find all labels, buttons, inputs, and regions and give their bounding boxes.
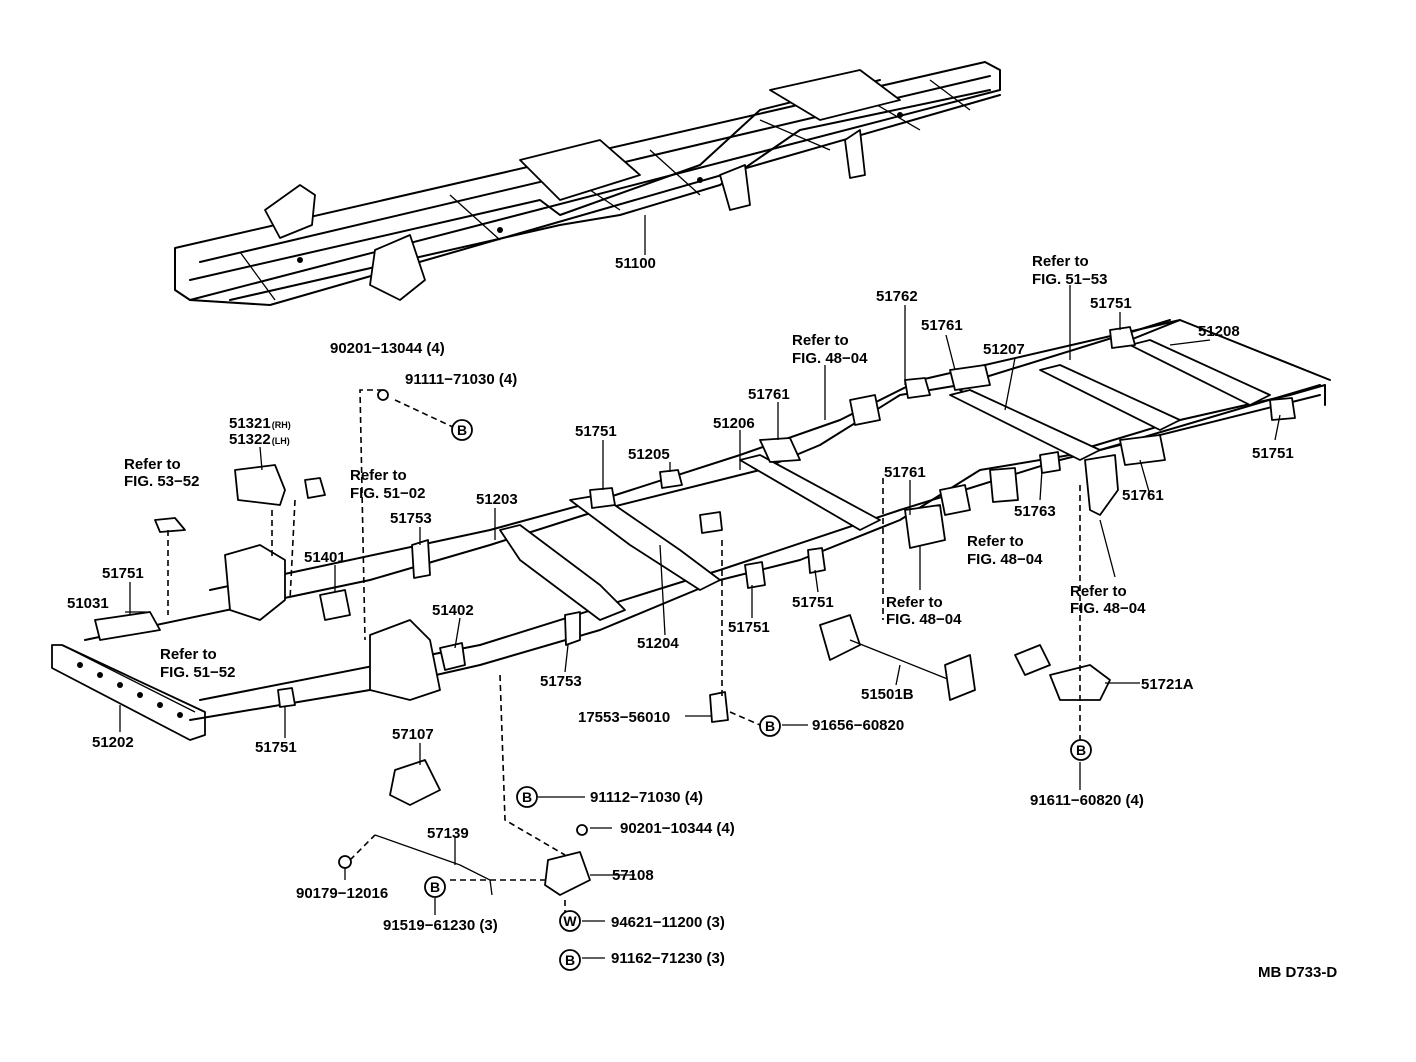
assembled-frame-drawing (174, 61, 1001, 306)
label-57139: 57139 (427, 825, 469, 842)
label-51751-mid: 51751 (575, 423, 617, 440)
label-91656-60820: 91656−60820 (812, 717, 904, 734)
label-fig-51-52: FIG. 51−52 (160, 664, 235, 681)
svg-text:B: B (522, 789, 532, 805)
label-51751-top: 51751 (1090, 295, 1132, 312)
label-51205: 51205 (628, 446, 670, 463)
label-51763: 51763 (1014, 503, 1056, 520)
label-91611-60820: 91611−60820 (4) (1030, 792, 1144, 809)
label-57108: 57108 (612, 867, 654, 884)
svg-text:W: W (563, 913, 577, 929)
label-51751-bot: 51751 (255, 739, 297, 756)
part-labels: 51100 51762 Refer to FIG. 51−53 51751 51… (67, 253, 1337, 981)
label-refer-to-7: Refer to (886, 594, 943, 611)
figure-code: MB D733-D (1258, 964, 1337, 981)
label-51751-c: 51751 (728, 619, 770, 636)
label-refer-to-3: Refer to (124, 456, 181, 473)
exploded-frame-drawing (51, 319, 1331, 896)
label-51100: 51100 (615, 255, 656, 272)
svg-text:B: B (765, 718, 775, 734)
nut-90201-13044-icon (377, 389, 389, 401)
label-51501B: 51501B (861, 686, 914, 703)
label-94621-11200: 94621−11200 (3) (611, 914, 725, 931)
nut-90201-10344-icon (576, 824, 588, 836)
label-51761-a: 51761 (921, 317, 963, 334)
label-91111-71030: 91111−71030 (4) (405, 371, 517, 388)
label-51202: 51202 (92, 734, 134, 751)
label-51208: 51208 (1198, 323, 1240, 340)
label-51761-b: 51761 (748, 386, 790, 403)
label-51753-a: 51753 (390, 510, 432, 527)
svg-text:B: B (1076, 742, 1086, 758)
label-fig-48-04-c: FIG. 48−04 (1070, 600, 1146, 617)
label-refer-to-1: Refer to (1032, 253, 1089, 270)
label-17553-56010: 17553−56010 (578, 709, 670, 726)
label-fig-51-02: FIG. 51−02 (350, 485, 425, 502)
label-51751-right: 51751 (1252, 445, 1294, 462)
label-51321: 51321(RH) (229, 415, 291, 432)
label-51751-l: 51751 (102, 565, 144, 582)
label-51751-d: 51751 (792, 594, 834, 611)
nut-90179-icon (338, 855, 352, 869)
label-fig-53-52: FIG. 53−52 (124, 473, 199, 490)
label-91112-71030: 91112−71030 (4) (590, 789, 703, 806)
label-57107: 57107 (392, 726, 434, 743)
bolt-symbol-91112: B (516, 786, 538, 808)
label-51204: 51204 (637, 635, 679, 652)
bolt-symbol-91111: B (451, 419, 473, 441)
svg-text:B: B (430, 879, 440, 895)
washer-symbol-94621: W (559, 910, 581, 932)
label-91519-61230: 91519−61230 (3) (383, 917, 498, 934)
label-refer-to-2: Refer to (792, 332, 849, 349)
label-fig-48-04-a: FIG. 48−04 (792, 350, 868, 367)
label-fig-48-04-b: FIG. 48−04 (967, 551, 1043, 568)
label-51031: 51031 (67, 595, 109, 612)
bolt-symbol-91519: B (424, 876, 446, 898)
label-51761-c: 51761 (884, 464, 926, 481)
label-90201-10344: 90201−10344 (4) (620, 820, 735, 837)
label-51207: 51207 (983, 341, 1025, 358)
bolt-symbol-91611: B (1070, 739, 1092, 761)
label-90201-13044: 90201−13044 (4) (330, 340, 445, 357)
label-51753-b: 51753 (540, 673, 582, 690)
svg-text:B: B (565, 952, 575, 968)
label-51206: 51206 (713, 415, 755, 432)
label-51721A: 51721A (1141, 676, 1194, 693)
label-51322: 51322(LH) (229, 431, 290, 448)
label-refer-to-5: Refer to (967, 533, 1024, 550)
svg-text:B: B (457, 422, 467, 438)
assembly-lines (167, 389, 1081, 915)
label-refer-to-8: Refer to (160, 646, 217, 663)
bolt-symbol-91162: B (559, 949, 581, 971)
label-51402: 51402 (432, 602, 474, 619)
label-51401: 51401 (304, 549, 346, 566)
label-90179-12016: 90179−12016 (296, 885, 388, 902)
label-51203: 51203 (476, 491, 518, 508)
leader-lines (119, 285, 1281, 959)
bolt-symbol-91656: B (759, 715, 781, 737)
label-51761-d: 51761 (1122, 487, 1164, 504)
label-fig-51-53: FIG. 51−53 (1032, 271, 1107, 288)
label-91162-71230: 91162−71230 (3) (611, 950, 725, 967)
label-refer-to-6: Refer to (1070, 583, 1127, 600)
label-51762: 51762 (876, 288, 918, 305)
label-refer-to-4: Refer to (350, 467, 407, 484)
label-fig-48-04-d: FIG. 48−04 (886, 611, 962, 628)
